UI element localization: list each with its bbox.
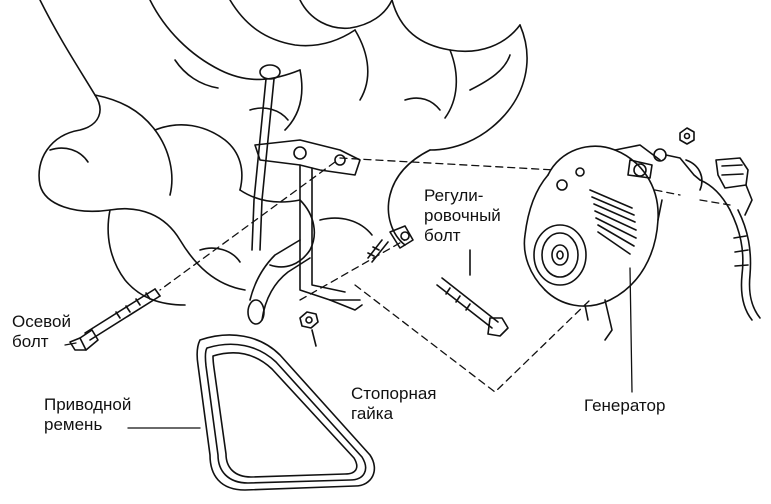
label-alternator: Генератор (584, 396, 665, 416)
label-adjusting-bolt-line1: Регули- (424, 186, 484, 205)
coolant-pipe (247, 239, 311, 325)
wiring-harness (653, 148, 761, 321)
label-lock-nut-line2: гайка (351, 404, 394, 423)
label-leaders (64, 342, 201, 429)
label-adjusting-bolt-line3: болт (424, 226, 461, 245)
label-lock-nut: Стопорная гайка (351, 384, 437, 424)
pivot-bolt (69, 288, 161, 351)
drive-belt (196, 334, 376, 491)
label-lock-nut-line1: Стопорная (351, 384, 437, 403)
label-pivot-bolt-line1: Осевой (12, 312, 71, 331)
label-pivot-bolt-line2: болт (12, 332, 49, 351)
alignment-lines (159, 157, 731, 393)
label-drive-belt-line2: ремень (44, 415, 103, 434)
label-adjusting-bolt-line2: ровочный (424, 206, 501, 225)
label-drive-belt-line1: Приводной (44, 395, 132, 414)
label-alternator-line1: Генератор (584, 396, 666, 415)
alternator (523, 144, 663, 393)
adjusting-bolt-set (367, 225, 509, 337)
mounting-bracket (254, 139, 363, 311)
lock-nut (299, 311, 319, 347)
dipstick (251, 64, 281, 251)
label-adjusting-bolt: Регули- ровочный болт (424, 186, 501, 246)
engine-block (38, 0, 528, 306)
label-drive-belt: Приводной ремень (44, 395, 131, 435)
terminal-nut (679, 127, 695, 145)
label-pivot-bolt: Осевой болт (12, 312, 71, 352)
